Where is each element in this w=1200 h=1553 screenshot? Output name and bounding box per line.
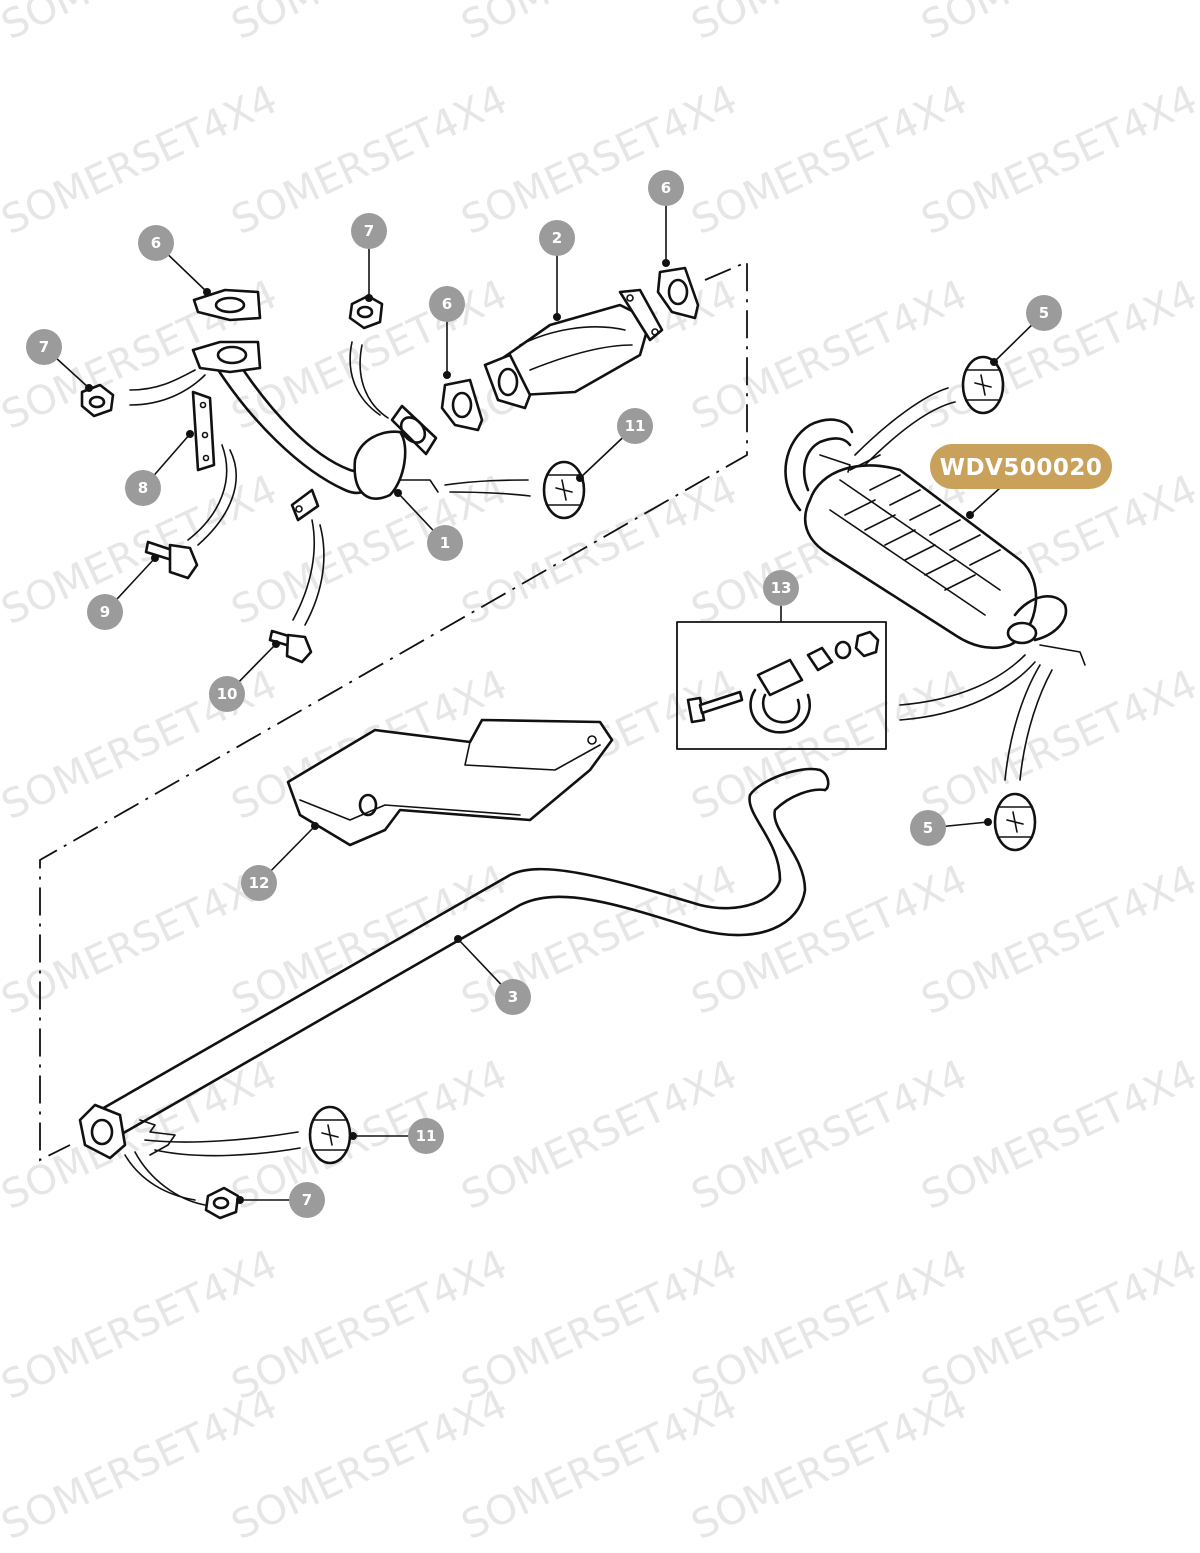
callout-5-upper[interactable]: 5 [1026, 295, 1062, 331]
rubber-mounting-11-upper [542, 460, 586, 520]
callout-7-top[interactable]: 7 [351, 213, 387, 249]
rear-silencer [784, 418, 1086, 666]
clamp-kit-box [676, 621, 887, 750]
callout-label: 12 [249, 874, 270, 892]
callout-label: 1 [440, 534, 450, 552]
callout-7-bottom[interactable]: 7 [289, 1182, 325, 1218]
guide-arcs [124, 341, 1053, 1206]
part-number-label: WDV500020 [940, 455, 1103, 481]
rubber-mounting-5-lower [993, 792, 1037, 852]
callout-13[interactable]: 13 [763, 570, 799, 606]
callout-6-upper-left[interactable]: 6 [138, 225, 174, 261]
gasket-upper-right [656, 266, 700, 320]
callout-label: 2 [552, 229, 562, 247]
callout-3[interactable]: 3 [495, 979, 531, 1015]
callout-label: 11 [416, 1127, 437, 1145]
callout-2[interactable]: 2 [539, 220, 575, 256]
flange-nut-left [80, 383, 115, 418]
callout-label: 5 [1039, 304, 1049, 322]
callout-label: 6 [661, 179, 671, 197]
callout-11-lower[interactable]: 11 [408, 1118, 444, 1154]
assembly-boundary [39, 260, 748, 1162]
front-pipe [191, 340, 439, 522]
callout-label: 13 [771, 579, 792, 597]
callout-11-upper[interactable]: 11 [617, 408, 653, 444]
rubber-mounting-11-lower [308, 1105, 352, 1165]
callout-12[interactable]: 12 [241, 865, 277, 901]
bracket [191, 390, 216, 472]
gasket-middle [440, 378, 484, 432]
flange-nut-top [348, 294, 384, 330]
callout-label: 6 [151, 234, 161, 252]
heat-shield [286, 718, 614, 847]
part-number-badge[interactable]: WDV500020 [930, 444, 1112, 489]
callout-label: 9 [100, 603, 110, 621]
callout-label: 7 [302, 1191, 312, 1209]
watermark: SOMERSET4X4 [915, 0, 1200, 49]
bolt-9 [144, 540, 199, 580]
callout-label: 8 [138, 479, 148, 497]
callout-7-left[interactable]: 7 [26, 329, 62, 365]
catalytic-converter [483, 288, 664, 410]
callout-10[interactable]: 10 [209, 676, 245, 712]
callout-label: 6 [442, 295, 452, 313]
callout-label: 7 [39, 338, 49, 356]
leader-dots [85, 259, 998, 1204]
callout-5-lower[interactable]: 5 [910, 810, 946, 846]
bolt-10 [268, 629, 313, 664]
callout-6-upper-right[interactable]: 6 [648, 170, 684, 206]
callout-label: 7 [364, 222, 374, 240]
flange-nut-bottom [204, 1186, 240, 1220]
callout-label: 11 [625, 417, 646, 435]
callout-label: 3 [508, 988, 518, 1006]
callout-8[interactable]: 8 [125, 470, 161, 506]
callout-label: 10 [217, 685, 238, 703]
callout-9[interactable]: 9 [87, 594, 123, 630]
callout-6-middle[interactable]: 6 [429, 286, 465, 322]
callout-1[interactable]: 1 [427, 525, 463, 561]
callout-label: 5 [923, 819, 933, 837]
rubber-mounting-5-upper [961, 355, 1005, 415]
intermediate-pipe [78, 767, 830, 1160]
gasket-upper-left [192, 288, 262, 322]
